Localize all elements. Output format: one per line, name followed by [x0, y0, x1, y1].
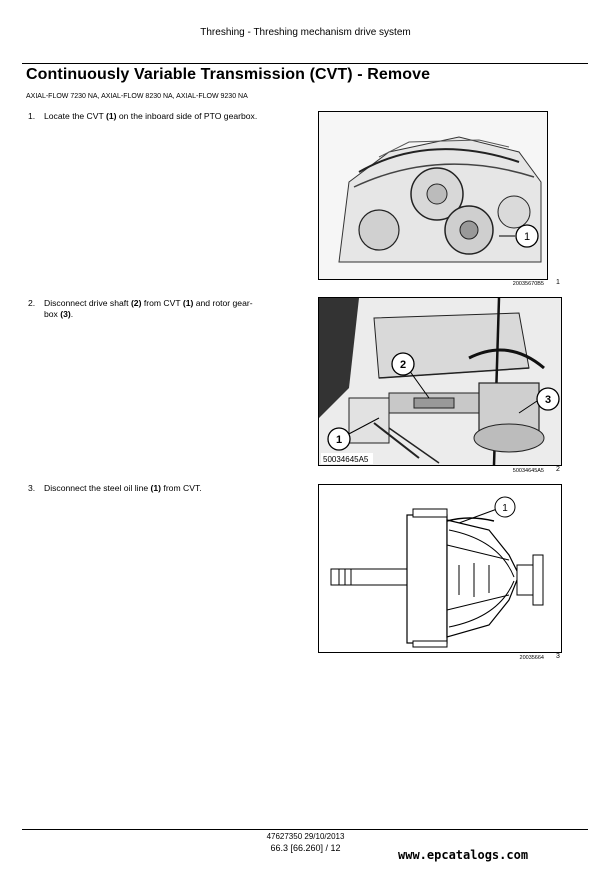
- drive-shaft-photo: 2 3 1 50034645A5: [319, 297, 561, 466]
- cvt-gearbox-photo-1: 1: [319, 112, 547, 279]
- footer-rule: [22, 829, 588, 830]
- applicable-models: AXIAL-FLOW 7230 NA, AXIAL-FLOW 8230 NA, …: [26, 93, 248, 100]
- figure-1-photo: 1: [318, 111, 548, 280]
- watermark: www.epcatalogs.com: [398, 848, 529, 862]
- figure-2-photo: 2 3 1 50034645A5: [318, 297, 562, 466]
- step-number: 2.: [28, 298, 36, 308]
- figure-2-number: 2: [556, 466, 560, 473]
- figure-1-number: 1: [556, 279, 560, 286]
- figure-3-code: 20035664: [519, 655, 544, 661]
- figure-2-stamp: 50034645A5: [323, 455, 369, 464]
- cvt-line-drawing: 1: [330, 496, 544, 648]
- footer-page: 66.3 [66.260] / 12: [270, 843, 341, 853]
- step-3: 3.Disconnect the steel oil line (1) from…: [28, 483, 202, 493]
- callout-3: 3: [545, 394, 551, 406]
- footer-doc-id: 47627350 29/10/2013: [266, 832, 345, 841]
- callout-2: 2: [400, 359, 406, 371]
- page-header: Threshing - Threshing mechanism drive sy…: [200, 27, 411, 38]
- header-rule: [22, 63, 588, 64]
- callout-1: 1: [502, 503, 508, 514]
- step-number: 1.: [28, 111, 36, 121]
- figure-3-number: 3: [556, 653, 560, 660]
- figure-3-drawing: 1: [318, 484, 562, 653]
- step-1: 1.Locate the CVT (1) on the inboard side…: [28, 111, 258, 121]
- callout-1: 1: [336, 434, 342, 446]
- callout-1: 1: [524, 231, 530, 243]
- page-title: Continuously Variable Transmission (CVT)…: [26, 66, 431, 83]
- step-number: 3.: [28, 483, 36, 493]
- figure-1-code: 20035670B5: [512, 281, 544, 287]
- figure-2-code: 50034645A5: [512, 468, 544, 474]
- step-2: 2.Disconnect drive shaft (2) from CVT (1…: [28, 298, 253, 319]
